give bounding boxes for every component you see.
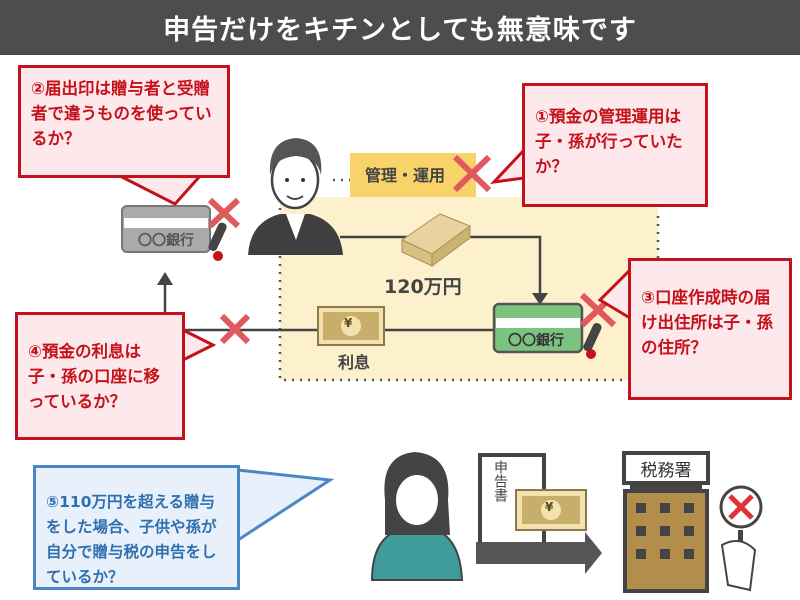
grandfather-icon [248,138,343,255]
green-bank-name: 〇〇銀行 [508,333,564,349]
gray-bank-name: 〇〇銀行 [138,233,194,249]
seal-stamp-icon [583,323,602,359]
managed-area [280,197,658,380]
child-bankbook-icon [492,302,584,354]
arrow-head-up [157,272,173,285]
callout-4-tail [182,328,217,362]
callout-4-interest: ④預金の利息は子・孫の口座に移っているか？ [15,312,185,440]
tax-office-building-icon [622,451,710,593]
callout-5-tail [237,468,335,542]
yen-symbol: ¥ [344,316,353,330]
child-woman-icon [370,452,464,581]
callout-2-tail [119,174,202,206]
money-stack-icon [400,213,472,267]
cross-icon [219,313,251,345]
seal-stamp-icon [208,222,227,261]
callout-1-tail [490,148,526,185]
grandfather-bankbook-icon [121,205,211,253]
interest-label: 利息 [338,353,371,372]
page-title: 申告だけをキチンとしても無意味です [0,0,800,55]
callout-3-tail [597,268,632,320]
yen-bill-icon [515,489,587,531]
arrow-head-down [532,293,548,305]
callout-3-address: ③口座作成時の届け出住所は子・孫の住所？ [628,258,792,400]
tax-office-label: 税務署 [640,461,692,481]
gift-amount-label: 120万円 [384,276,462,298]
rejection-sign-icon [719,485,763,592]
callout-1-management: ①預金の管理運用は子・孫が行っていたか？ [522,83,708,207]
cross-icon [452,154,492,193]
callout-5-declaration: ⑤110万円を超える贈与をした場合、子供や孫が自分で贈与税の申告をしているか？ [33,465,240,590]
callout-2-seal: ②届出印は贈与者と受贈者で違うものを使っているか？ [18,65,230,178]
management-label: 管理・運用 [364,166,445,185]
interest-bill-icon [317,306,385,346]
yen-symbol: ¥ [545,500,554,514]
declaration-label: 申告書 [492,460,508,502]
submit-arrow [476,532,602,574]
cross-icon [207,197,241,229]
